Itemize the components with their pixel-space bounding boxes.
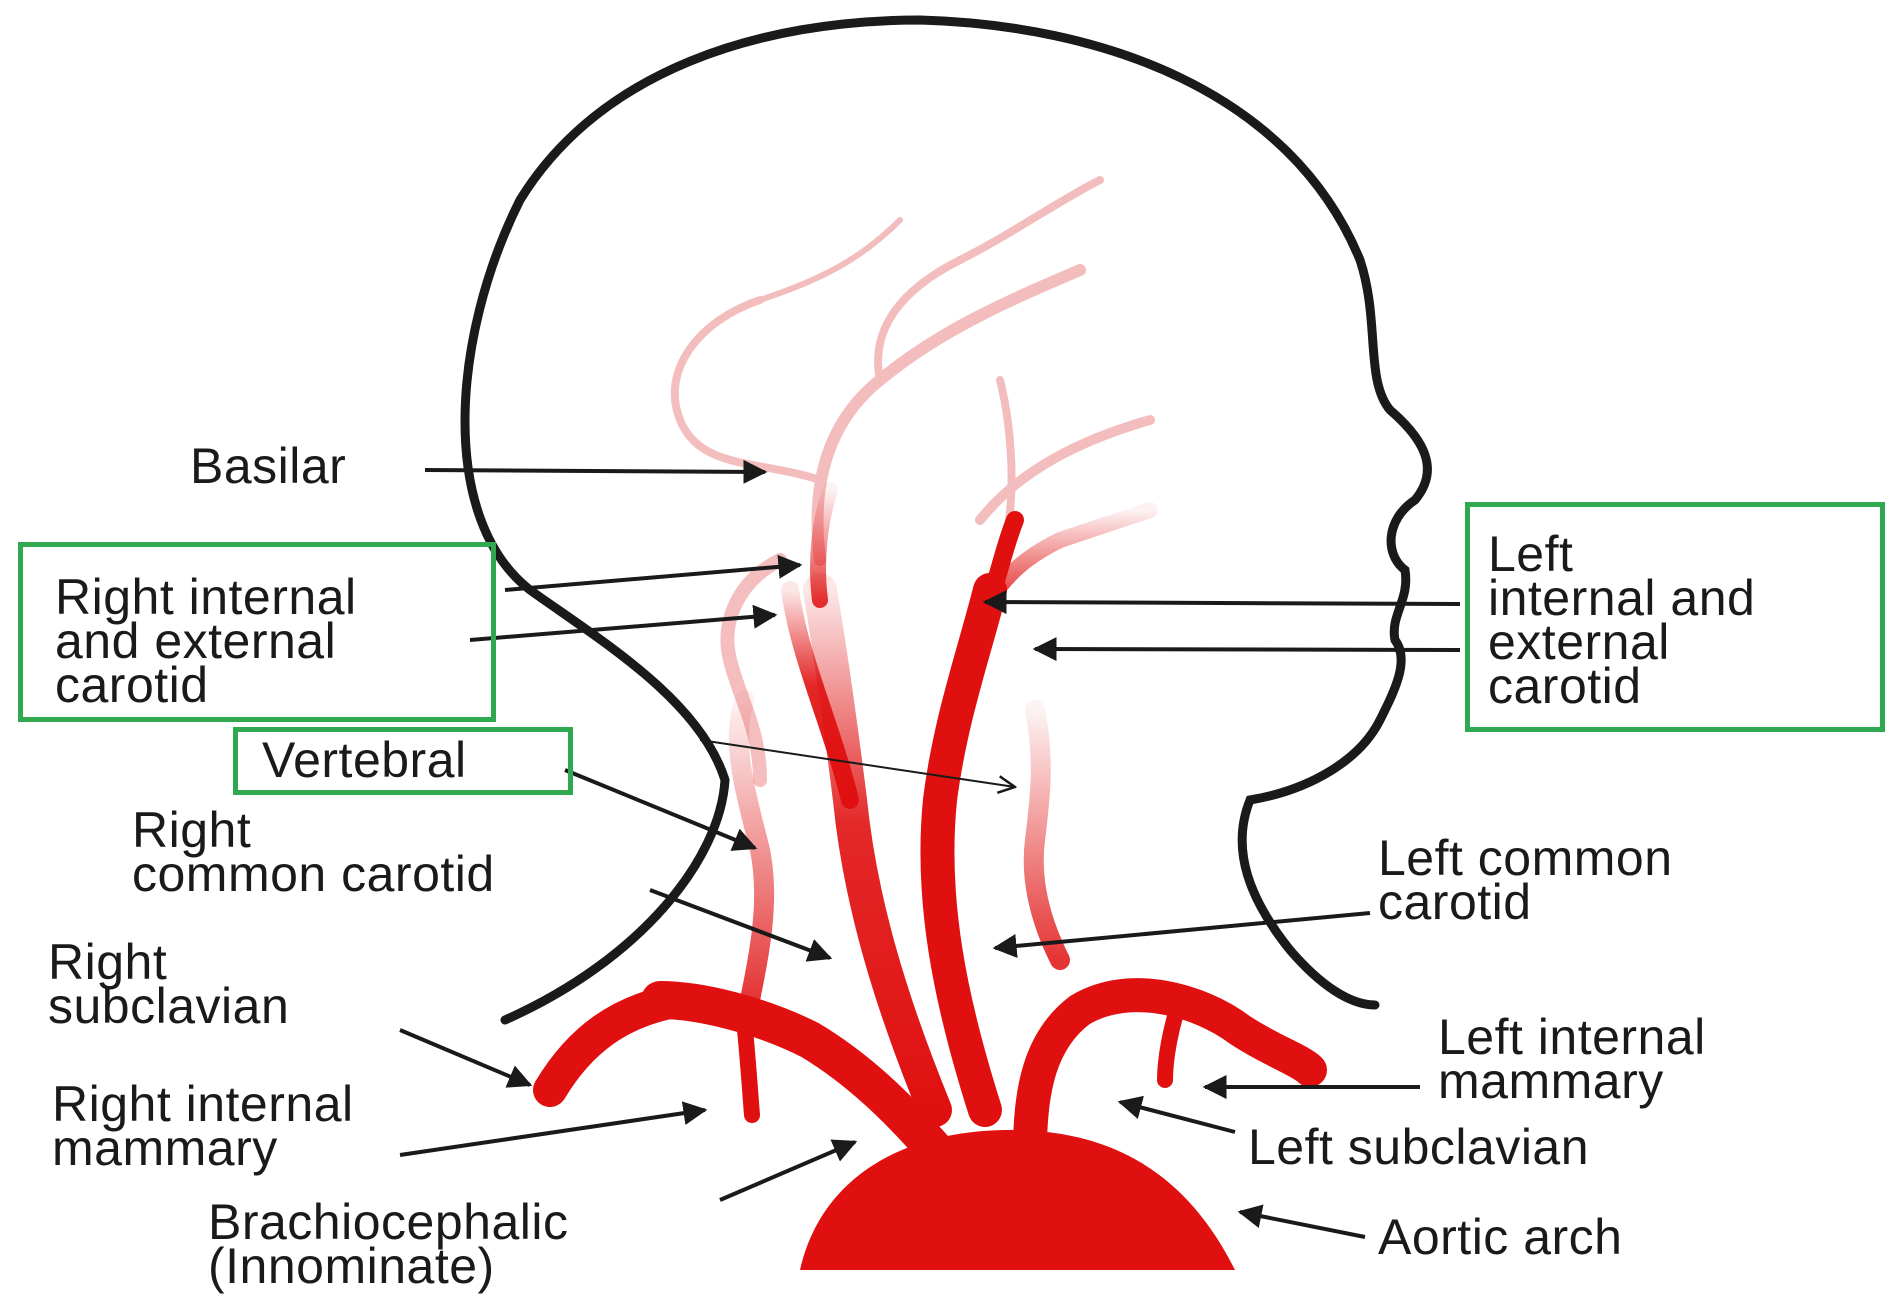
label-right-subclavian: Right subclavian [48,940,289,1028]
arrow-left-external [1035,649,1460,650]
arrow-right-common-carotid [650,890,830,958]
left-common-carotid-artery [937,590,990,1110]
label-vertebral: Vertebral [262,738,467,782]
left-internal-carotid [990,520,1015,600]
arrow-aortic-arch [1240,1212,1365,1237]
arrow-brachiocephalic [720,1142,855,1200]
label-left-internal-external-carotid: Left internal and external carotid [1488,532,1755,708]
right-subclavian-artery [550,1000,680,1090]
aortic-arch [800,1130,1235,1270]
right-common-carotid-artery [820,590,935,1110]
label-right-internal-mammary: Right internal mammary [52,1082,354,1170]
label-right-internal-external-carotid: Right internal and external carotid [55,575,357,707]
label-left-internal-mammary: Left internal mammary [1438,1015,1706,1103]
arrow-right-subclavian [400,1030,530,1085]
label-brachiocephalic: Brachiocephalic (Innominate) [208,1200,568,1288]
label-left-subclavian: Left subclavian [1248,1125,1589,1169]
left-vertebral-artery [1034,710,1060,960]
label-aortic-arch: Aortic arch [1378,1215,1622,1259]
label-right-common-carotid: Right common carotid [132,808,495,896]
right-internal-mammary-artery [745,1030,752,1115]
label-basilar: Basilar [190,444,346,488]
arrow-left-internal [985,602,1460,604]
intracranial-vessels [675,180,1150,780]
label-left-common-carotid: Left common carotid [1378,836,1673,924]
arrow-left-subclavian [1120,1102,1235,1132]
arrow-right-internal-mammary [400,1110,705,1155]
arrow-basilar [425,470,765,472]
